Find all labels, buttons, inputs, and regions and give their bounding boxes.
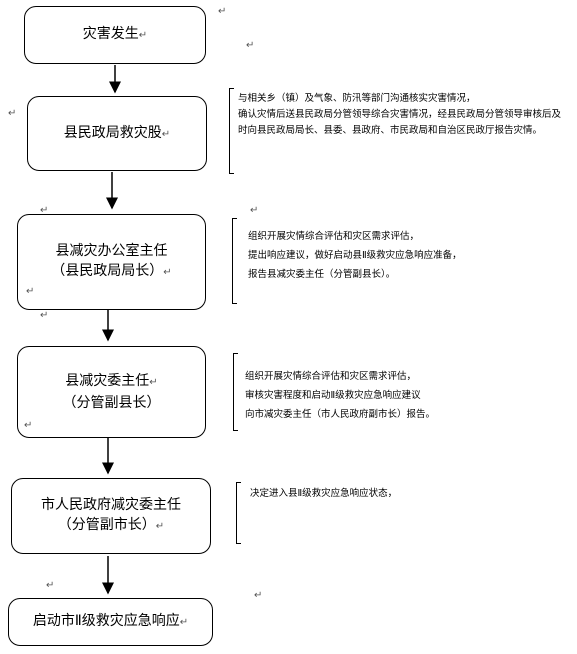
paragraph-mark: ↵ <box>26 286 35 297</box>
note-line: 组织开展灾情综合评估和灾区需求评估， <box>245 371 417 382</box>
step-label: 市人民政府减灾委主任 <box>41 497 181 513</box>
note-line: 报告县减灾委主任（分管副县长）。 <box>248 269 396 280</box>
step-start-response: 启动市Ⅱ级救灾应急响应↵ <box>8 598 213 646</box>
paragraph-mark: ↵ <box>24 420 33 431</box>
paragraph-mark: ↵ <box>218 6 227 17</box>
paragraph-mark: ↵ <box>40 310 49 321</box>
paragraph-mark: ↵ <box>138 30 148 41</box>
step-label: 灾害发生 <box>82 26 139 42</box>
paragraph-mark: ↵ <box>46 580 55 591</box>
paragraph-mark: ↵ <box>163 267 172 278</box>
note-disaster-office: 组织开展灾情综合评估和灾区需求评估， 提出响应建议，做好启动县Ⅱ级救灾应急响应准… <box>248 227 568 284</box>
step-city-committee-director: 市人民政府减灾委主任 （分管副市长）↵ <box>11 478 211 554</box>
paragraph-mark: ↵ <box>155 521 165 532</box>
note-relief-section: 与相关乡（镇）及气象、防汛等部门沟通核实灾害情况， 确认灾情后送县民政局分管领导… <box>238 91 568 139</box>
note-line: 审核灾害程度和启动Ⅱ级救灾应急响应建议 <box>245 390 421 401</box>
note-line: 组织开展灾情综合评估和灾区需求评估， <box>248 231 420 242</box>
note-bracket <box>233 353 238 431</box>
paragraph-mark: ↵ <box>179 617 189 628</box>
paragraph-mark: ↵ <box>254 590 263 601</box>
paragraph-mark: ↵ <box>40 205 49 216</box>
step-label: 县减灾办公室主任 <box>55 243 168 259</box>
note-line: 向市减灾委主任（市人民政府副市长）报告。 <box>245 409 436 420</box>
paragraph-mark: ↵ <box>161 128 171 140</box>
step-label: （县民政局局长） <box>51 263 164 279</box>
step-county-committee-director: 县减灾委主任↵ （分管副县长） <box>17 346 206 438</box>
step-label: （分管副县长） <box>62 395 161 411</box>
note-line: 提出响应建议，做好启动县Ⅱ级救灾应急响应准备， <box>248 250 462 261</box>
paragraph-mark: ↵ <box>246 40 255 51</box>
step-disaster-occurs: 灾害发生↵ <box>24 6 206 64</box>
paragraph-mark: ↵ <box>149 377 158 388</box>
paragraph-mark: ↵ <box>8 108 17 119</box>
note-line: 确认灾情后送县民政局分管领导综合灾害情况，经县民政局分管领导审核后及时向县民政局… <box>238 109 562 136</box>
note-bracket <box>236 482 241 544</box>
note-bracket <box>232 218 237 304</box>
step-label: 启动市Ⅱ级救灾应急响应 <box>32 613 180 629</box>
note-county-committee: 组织开展灾情综合评估和灾区需求评估， 审核灾害程度和启动Ⅱ级救灾应急响应建议 向… <box>245 367 565 424</box>
note-line: 决定进入县Ⅱ级救灾应急响应状态， <box>250 488 398 499</box>
step-label: 县民政局救灾股 <box>63 124 162 141</box>
note-city-committee: 决定进入县Ⅱ级救灾应急响应状态， <box>250 484 550 503</box>
step-relief-section: 县民政局救灾股↵ <box>27 96 207 171</box>
note-bracket <box>229 88 234 174</box>
step-label: （分管副市长） <box>57 517 156 533</box>
step-disaster-office-director: 县减灾办公室主任 （县民政局局长）↵ <box>17 214 206 310</box>
paragraph-mark: ↵ <box>250 205 259 216</box>
step-label: 县减灾委主任 <box>65 373 150 389</box>
note-line: 与相关乡（镇）及气象、防汛等部门沟通核实灾害情况， <box>238 93 476 104</box>
